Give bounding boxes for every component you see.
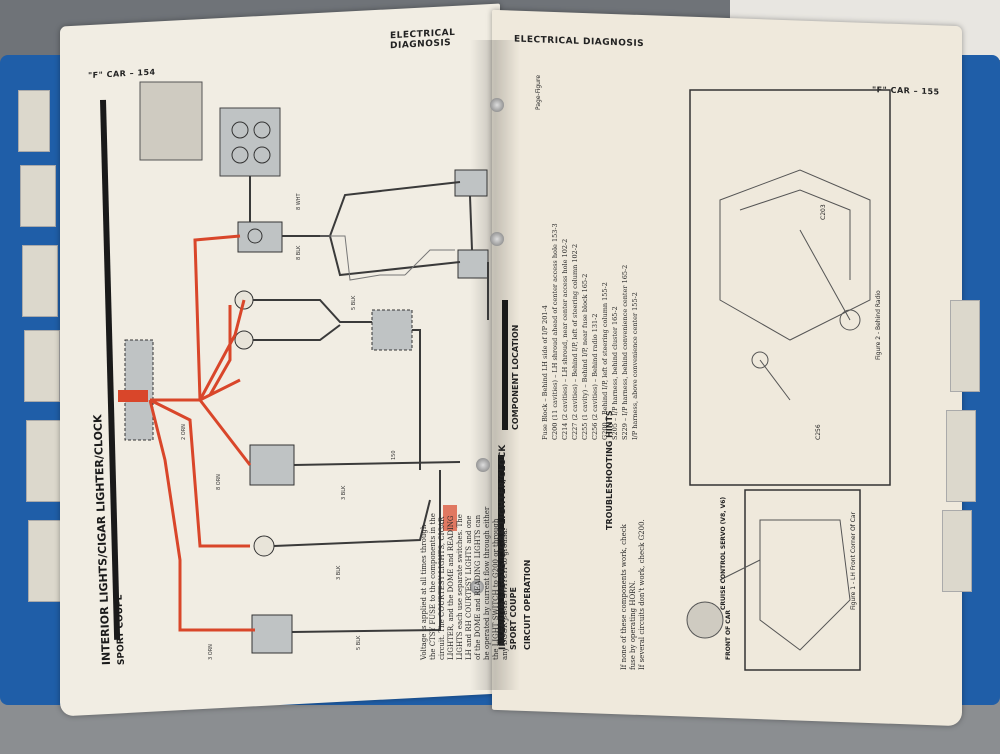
circuit-line: of the DOME and READING LIGHTS can — [474, 514, 482, 660]
trouble-line: If none of these components work, check — [620, 524, 628, 670]
svg-text:3 BLK: 3 BLK — [341, 485, 347, 500]
svg-text:CRUISE CONTROL SERVO (V8, V6): CRUISE CONTROL SERVO (V8, V6) — [720, 497, 727, 610]
circuit-line: the LIGHT SWITCH to G200 or through — [492, 518, 500, 660]
component-row: S205 – I/P harness, behind cluster 165-2 — [611, 306, 619, 440]
binder-ring — [490, 98, 504, 112]
svg-text:5 BLK: 5 BLK — [351, 295, 357, 310]
svg-text:8 BLK: 8 BLK — [296, 245, 302, 260]
svg-text:8 ORN: 8 ORN — [216, 474, 222, 490]
trouble-line: If several circuits don't work, check G2… — [638, 519, 646, 670]
svg-text:3 ORN: 3 ORN — [208, 644, 214, 660]
circuit-line: the CTSY FUSE to the components in the — [429, 513, 437, 660]
index-tab — [950, 300, 980, 392]
svg-text:COMPONENT LOCATION: COMPONENT LOCATION — [511, 325, 520, 430]
circuit-line: any DOOR JAMB SWITCH to ground. — [501, 528, 509, 660]
svg-text:Page-Figure: Page-Figure — [535, 75, 542, 110]
component-row: C255 (1 cavity) – Behind I/P, near fuse … — [581, 273, 589, 440]
component-row: C227 (2 cavities) – Behind I/P, left of … — [571, 243, 579, 440]
component-location-table: Fuse Block – Behind LH side of I/P 201-4… — [540, 90, 650, 440]
trouble-line: fuse by operating HORN. — [629, 580, 637, 670]
index-tab — [28, 520, 64, 602]
component-row: G200 – Behind I/P, left of steering colu… — [601, 282, 609, 440]
circuit-line: LIGHTS each use separate switches. The — [456, 514, 464, 660]
index-tab — [24, 330, 60, 402]
index-tab — [20, 165, 56, 227]
component-row: Fuse Block – Behind LH side of I/P 201-4 — [541, 305, 549, 440]
circuit-line: circuit. The COURTESY LIGHTS, CIGAR — [438, 516, 446, 660]
circuit-operation-text: Voltage is applied at all times through … — [420, 440, 610, 660]
component-row: C214 (2 cavities) – LH shroud, near cent… — [561, 238, 569, 440]
circuit-line: Voltage is applied at all times through — [420, 524, 428, 660]
index-tab — [942, 510, 972, 592]
circuit-line: LIGHTER, and the DOME and READING — [447, 515, 455, 660]
binder-ring — [476, 458, 490, 472]
binder-ring — [470, 580, 484, 594]
svg-text:FRONT OF CAR: FRONT OF CAR — [725, 610, 732, 660]
svg-text:C203: C203 — [820, 204, 827, 220]
index-tab — [22, 245, 58, 317]
component-row: S229 – I/P harness, behind convenience c… — [621, 264, 629, 440]
svg-text:SPORT COUPE: SPORT COUPE — [509, 587, 518, 650]
index-tab — [946, 410, 976, 502]
svg-text:150: 150 — [391, 450, 397, 460]
svg-text:Figure 2 - Behind Radio: Figure 2 - Behind Radio — [875, 290, 882, 360]
component-row: C256 (2 cavities) – Behind radio 131-2 — [591, 313, 599, 440]
binder-ring — [490, 232, 504, 246]
svg-text:C256: C256 — [815, 424, 822, 440]
svg-text:INTERIOR LIGHTS/CIGAR LIGHTER/: INTERIOR LIGHTS/CIGAR LIGHTER/CLOCK — [498, 444, 508, 650]
component-row: I/P harness, above convenience center 15… — [631, 292, 639, 440]
circuit-line: be operated by current flow through eith… — [483, 506, 491, 660]
circuit-line: LH and RH COURTESY LIGHTS and one — [465, 515, 473, 660]
svg-text:3 BLK: 3 BLK — [336, 565, 342, 580]
svg-text:TROUBLESHOOTING HINTS: TROUBLESHOOTING HINTS — [605, 410, 614, 530]
component-row: C200 (11 cavities) – LH shroud ahead of … — [551, 223, 559, 440]
svg-text:8 WHT: 8 WHT — [296, 193, 302, 210]
right-index-tabs — [940, 260, 980, 592]
index-tab — [26, 420, 62, 502]
troubleshooting-text: If none of these components work, check … — [620, 480, 660, 670]
svg-text:5 BLK: 5 BLK — [356, 635, 362, 650]
svg-text:2 ORN: 2 ORN — [181, 424, 187, 440]
svg-text:CIRCUIT OPERATION: CIRCUIT OPERATION — [523, 560, 532, 650]
svg-text:Figure 1 - LH Front Corner Of: Figure 1 - LH Front Corner Of Car — [850, 511, 857, 610]
diagram-subtitle: SPORT COUPE — [115, 594, 127, 665]
index-tab — [18, 90, 50, 152]
